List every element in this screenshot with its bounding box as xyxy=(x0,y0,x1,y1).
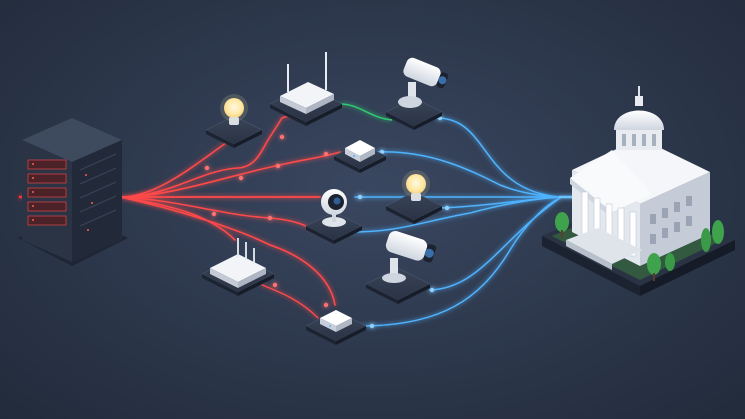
router-icon xyxy=(201,238,275,296)
secure-link xyxy=(429,197,561,291)
threat-link xyxy=(119,196,336,306)
threat-link xyxy=(119,111,301,198)
secure-link xyxy=(377,151,561,198)
threat-link xyxy=(119,196,236,241)
webcam-icon xyxy=(305,189,363,244)
threat-nodes xyxy=(204,134,329,308)
threat-link xyxy=(119,135,237,198)
hub-icon xyxy=(333,140,387,173)
bulb-icon xyxy=(205,94,263,148)
threat-link xyxy=(261,284,319,319)
camera-icon xyxy=(385,57,449,130)
server-icon xyxy=(18,118,128,266)
secure-links xyxy=(349,117,602,327)
threat-link xyxy=(119,196,319,233)
threat-link xyxy=(119,151,341,198)
camera-icon xyxy=(365,230,437,304)
router-icon xyxy=(269,52,343,126)
building-icon xyxy=(542,86,735,296)
secure-link xyxy=(436,117,561,198)
hub-icon xyxy=(305,310,367,345)
secure-link xyxy=(349,196,561,233)
bulb-icon xyxy=(385,170,443,224)
secure-link xyxy=(359,197,561,327)
accent-link xyxy=(339,103,393,121)
